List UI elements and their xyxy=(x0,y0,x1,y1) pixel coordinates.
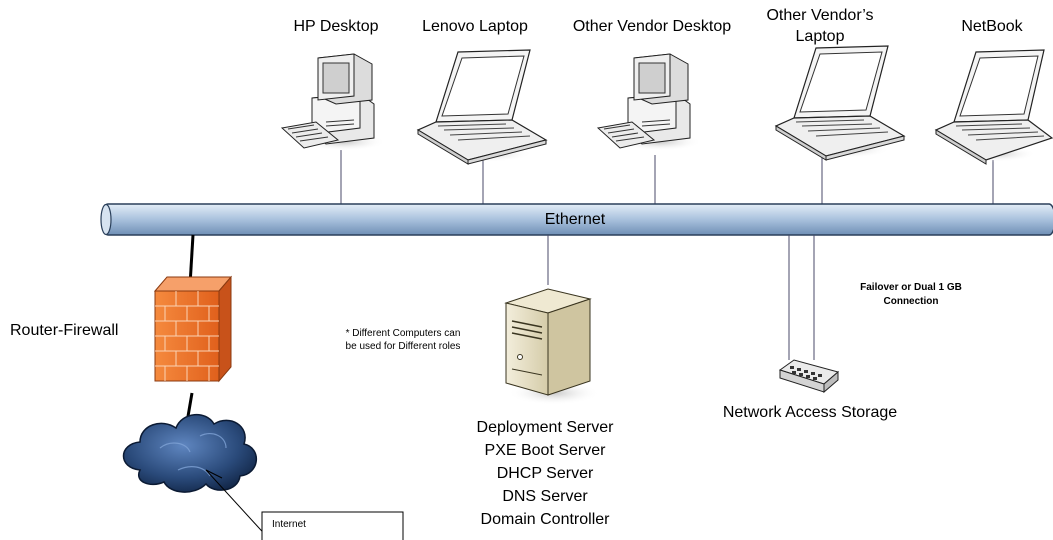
server-role-2: PXE Boot Server xyxy=(484,442,606,459)
label-hp-desktop: HP Desktop xyxy=(293,18,379,35)
other-vendor-laptop-icon xyxy=(774,45,906,161)
note-failover-line1: Failover or Dual 1 GB xyxy=(860,282,962,293)
server-role-4: DNS Server xyxy=(502,488,588,505)
server-role-3: DHCP Server xyxy=(496,465,594,482)
server-icon xyxy=(504,288,600,405)
note-failover-line2: Connection xyxy=(883,296,939,307)
ethernet-bus xyxy=(100,203,1053,236)
label-other-vendor-laptop-line1: Other Vendor’s xyxy=(766,7,874,24)
hp-desktop-icon xyxy=(280,53,386,151)
label-nas: Network Access Storage xyxy=(722,404,898,421)
label-other-vendor-desktop: Other Vendor Desktop xyxy=(572,18,732,35)
internet-callout-pointer xyxy=(205,469,223,479)
internet-callout-line xyxy=(205,469,271,540)
note-roles-line1: * Different Computers can xyxy=(345,328,461,339)
label-lenovo-laptop: Lenovo Laptop xyxy=(422,18,528,35)
cloud-icon xyxy=(122,414,258,493)
netbook-icon xyxy=(934,49,1053,165)
server-role-1: Deployment Server xyxy=(476,419,614,436)
internet-callout-box xyxy=(261,511,404,540)
nas-icon xyxy=(778,359,840,394)
label-other-vendor-laptop-line2: Laptop xyxy=(795,28,845,45)
label-router-firewall: Router-Firewall xyxy=(10,322,119,339)
label-internet: Internet xyxy=(272,519,306,530)
device-connectors xyxy=(340,150,994,205)
lenovo-laptop-icon xyxy=(416,49,548,165)
note-roles-line2: be used for Different roles xyxy=(345,341,461,352)
label-netbook: NetBook xyxy=(961,18,1023,35)
firewall-icon xyxy=(153,275,233,383)
other-vendor-desktop-icon xyxy=(596,53,702,151)
label-ethernet: Ethernet xyxy=(544,211,606,228)
server-role-5: Domain Controller xyxy=(480,511,610,528)
